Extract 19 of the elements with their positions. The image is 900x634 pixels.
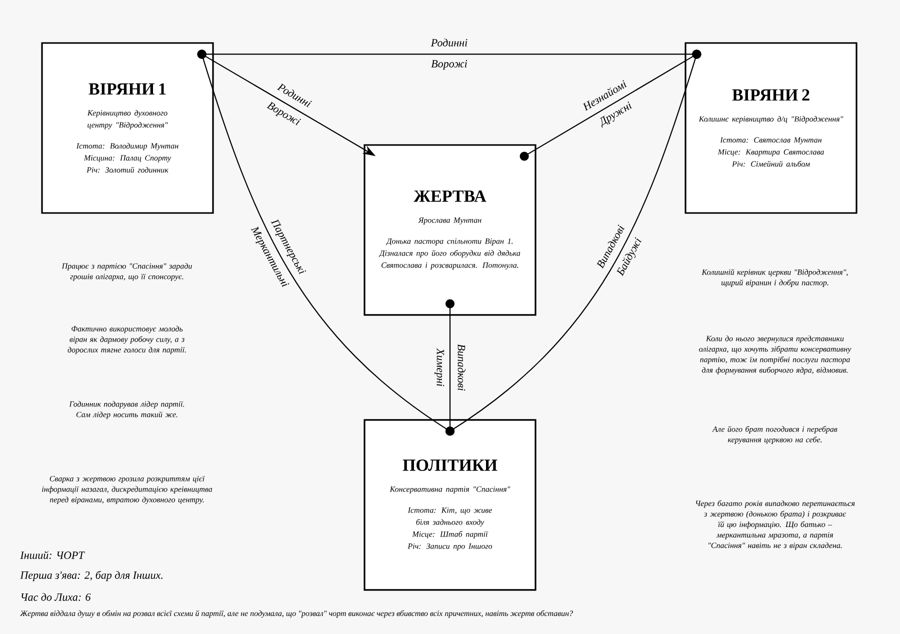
character-box: ЖЕРТВА Ярослава Мунтан Донька пастора спільноти Віран 1. Дізналася про його оборудки від дядька Святослава і розсварилася. Потонула. — [364, 144, 536, 316]
note-text: Фактично використовує молодь віран як дармову робочу силу, а з дорослих тягне голоси для партії. — [68, 326, 186, 354]
character-box: ВІРЯНИ 1 Керівництво духовного центру "Відродження" Істота: Володимир Мунтан Місцина: Палац Спорту Річ: Золотий годинник — [41, 42, 214, 214]
note-text: Коли до нього звернулися представники олігарха, що хочуть зібрати консервативну партію, тож їм потрібні послуги пастора для формування виборчого ядра, відмовив. — [699, 336, 852, 374]
connector — [446, 50, 702, 436]
edge-label: Родинні Ворожі — [430, 38, 468, 70]
info-line: Інший: ЧОРТ — [20, 551, 85, 559]
note-text: Через багато років випадково перетинається з жертвою (донькою брата) і розкриває їй цю інформацію. Що батько – меркантильна мразота, а партія "Спасіння" навіть не з віран складена. — [696, 500, 855, 550]
note-text: Годинник подарував лідер партії. Сам лідер носить такий же. — [69, 401, 184, 419]
character-box: ВІРЯНИ 2 Колишнє керівництво д/ц "Відродження" Істота: Святослав Мунтан Місце: Квартира Святослава Річ: Сімейний альбом — [684, 42, 858, 214]
footnote-text: Жертва віддала душу в обмін на розвал всієї схеми й партії, але не подумала, що "розвал" чорт виконає через вбивство всіх причетних, навіть жертв обставин? — [20, 610, 573, 618]
note-text: Працює з партією "Спасіння" заради грошів олігарха, що її спонсорує. — [62, 263, 192, 281]
info-line: Час до Лиха: 6 — [21, 593, 91, 601]
info-line: Перша з'ява: 2, бар для Інших. — [20, 570, 162, 582]
character-box: ПОЛІТИКИ Консервативна партія "Спасіння" Істота: Кіт, що живе біля заднього входу Місце: Штаб партії Річ: Записи про Іншого — [364, 419, 536, 591]
edge-label: Випадкові Химерні — [434, 344, 466, 391]
note-text: Але його брат погодився і перебрав керування церквою на себе. — [712, 426, 838, 444]
note-text: Колишній керівник церкви "Відродження", щирий віранин і добри пастор. — [702, 269, 848, 287]
note-text: Сварка з жертвою грозила розкриттям цієї інформації назагал, дискредитацією креівництва перед віранами, втратою духовного центру. — [42, 476, 212, 504]
